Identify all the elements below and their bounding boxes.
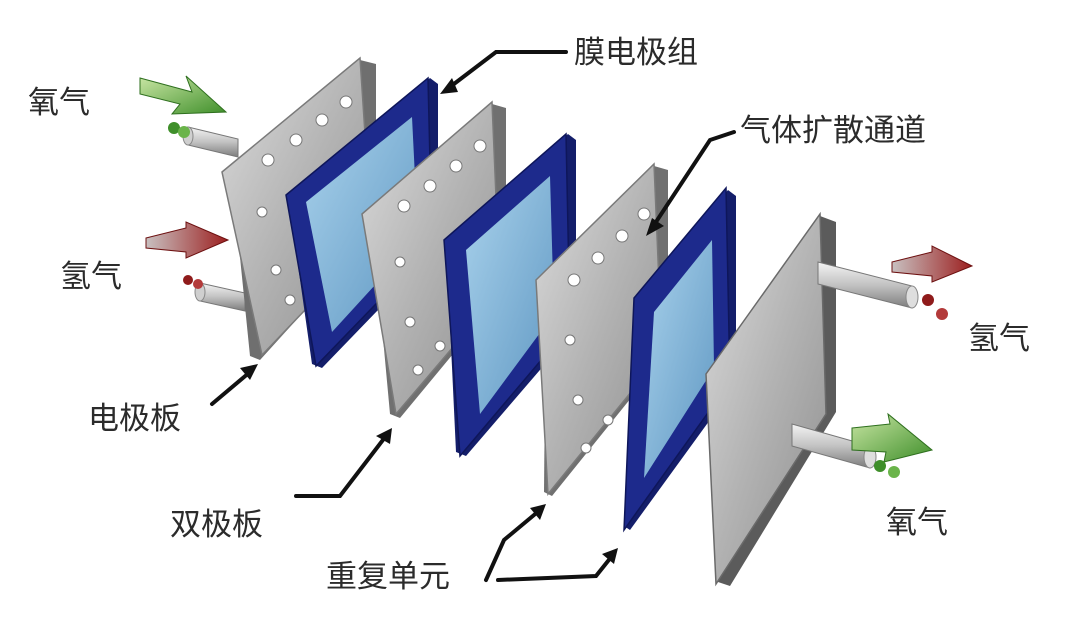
hydrogen-molecule-icon-left <box>183 275 203 289</box>
gas-channel-leader-arrowhead <box>646 218 664 236</box>
label-hydrogen-in: 氢气 <box>60 259 122 295</box>
hydrogen-molecule-icon-right <box>922 294 948 320</box>
end-plate <box>705 211 836 587</box>
repeat-unit-leader-line-left <box>484 508 542 582</box>
membrane-electrode-assembly-3 <box>623 185 736 533</box>
membrane-electrode-assembly-2 <box>443 132 576 458</box>
bipolar-plate-1 <box>361 100 506 418</box>
label-bipolar-plate: 双极板 <box>170 507 263 543</box>
oxygen-molecule-icon-left <box>168 122 190 138</box>
membrane-leader-line <box>444 50 568 92</box>
hydrogen-in-arrow <box>145 221 230 259</box>
electrode-plate-leader-arrowhead <box>240 364 258 380</box>
bipolar-plate-2 <box>535 162 668 496</box>
label-electrode-plate: 电极板 <box>88 401 181 437</box>
gas-channel-leader-line <box>650 130 736 230</box>
bipolar-plate-leader-arrowhead <box>376 428 392 444</box>
left-oxygen-pipe <box>182 126 239 158</box>
label-oxygen-in: 氧气 <box>28 85 90 121</box>
repeat-unit-leader-arrowhead-right <box>602 548 618 564</box>
left-hydrogen-pipe <box>194 282 246 312</box>
oxygen-molecule-icon-right <box>874 460 900 478</box>
electrode-plate-leader-line <box>210 370 252 406</box>
membrane-leader-arrowhead <box>440 78 458 94</box>
right-hydrogen-pipe <box>817 261 919 309</box>
label-gas-channel: 气体扩散通道 <box>740 113 926 149</box>
oxygen-in-arrow <box>139 75 228 115</box>
oxygen-out-arrow <box>851 412 934 463</box>
label-membrane-electrode: 膜电极组 <box>574 35 698 71</box>
label-hydrogen-out: 氢气 <box>968 321 1030 357</box>
hydrogen-out-arrow <box>891 245 974 283</box>
repeat-unit-leader-arrowhead-left <box>530 504 546 520</box>
label-repeat-unit: 重复单元 <box>326 559 450 595</box>
repeat-unit-leader-line-right <box>496 554 614 582</box>
label-oxygen-out: 氧气 <box>886 505 948 541</box>
bipolar-plate-leader-line <box>294 434 388 498</box>
